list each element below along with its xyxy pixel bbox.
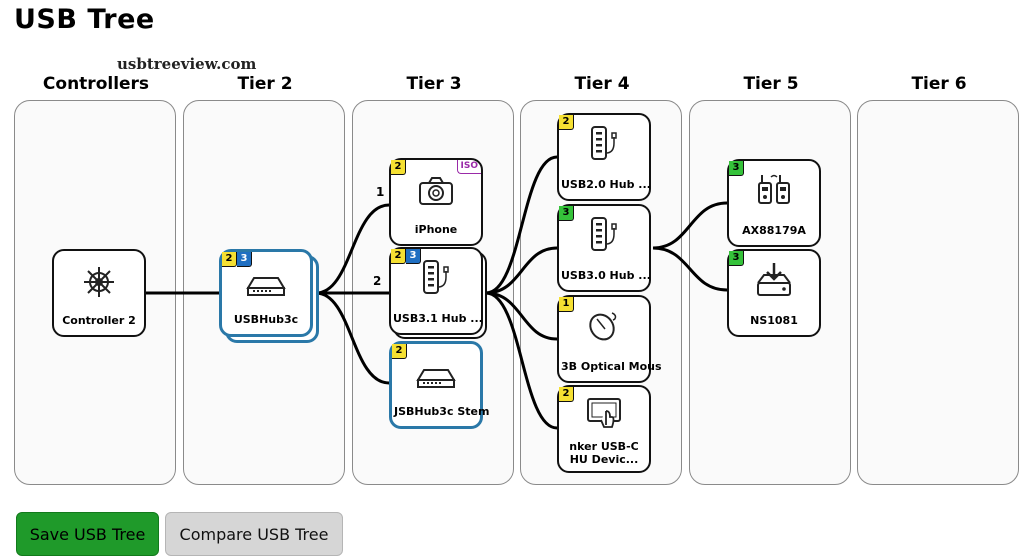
speed-badge: 1: [559, 297, 574, 312]
link-usb31-usb20: [485, 155, 558, 295]
walkie-talkie-icon: [729, 171, 819, 207]
node-optical-mouse[interactable]: 1 3B Optical Mous: [557, 295, 662, 383]
node-ns1081[interactable]: 3 NS1081: [727, 249, 821, 337]
mouse-icon: [559, 307, 649, 343]
camera-icon: [391, 176, 481, 206]
node-label: iPhone: [414, 223, 458, 236]
port-number-iphone: 1: [376, 185, 385, 199]
usb-hub-icon: [559, 216, 649, 252]
node-label: AX88179A: [742, 224, 806, 237]
column-header-controllers: Controllers: [42, 74, 150, 94]
node-usbhub3c[interactable]: 2 3 USBHub3c: [219, 249, 313, 337]
node-usb31-hub[interactable]: 2 3 USB3.1 Hub ...: [389, 247, 483, 335]
speed-badge: 2: [391, 160, 406, 175]
node-controller-2[interactable]: Controller 2: [52, 249, 146, 337]
node-label: USB3.0 Hub ...: [561, 269, 651, 282]
speed-badge: 2: [392, 344, 407, 359]
link-hub-stem: [315, 291, 390, 385]
hub-device-icon: [222, 274, 310, 298]
speed-badge: 2: [222, 252, 237, 267]
drive-download-icon: [729, 261, 819, 299]
column-header-tier4: Tier 4: [574, 74, 630, 94]
hub-device-icon: [392, 366, 480, 390]
node-label: 3B Optical Mous: [561, 360, 662, 373]
column-header-tier3: Tier 3: [406, 74, 462, 94]
speed-badge: 2: [391, 249, 406, 264]
speed-badge: 3: [237, 252, 252, 267]
node-ax88179a[interactable]: 3 AX88179A: [727, 159, 821, 247]
node-label: nker USB-C HU Devic...: [569, 440, 639, 466]
page-title: USB Tree: [14, 4, 155, 35]
column-header-tier5: Tier 5: [743, 74, 799, 94]
speed-badge: 2: [559, 387, 574, 402]
speed-badge: 3: [406, 249, 421, 264]
node-anker-hub-device[interactable]: 2 nker USB-C HU Devic...: [557, 385, 651, 473]
column-tier6: [857, 100, 1019, 485]
ship-wheel-icon: [54, 265, 144, 299]
link-hub-iphone: [315, 203, 390, 295]
node-usb30-hub[interactable]: 3 USB3.0 Hub ...: [557, 204, 651, 292]
node-label: NS1081: [750, 314, 798, 327]
node-label: USBHub3c: [233, 313, 299, 326]
speed-badge: 3: [729, 251, 744, 266]
link-usb31-usb30: [485, 246, 558, 295]
speed-badge: 3: [559, 206, 574, 221]
node-iphone[interactable]: 2 ISO iPhone: [389, 158, 483, 246]
node-label: JSBHub3c Stem: [394, 405, 490, 418]
speed-badge: 3: [729, 161, 744, 176]
link-usb31-anker: [485, 291, 558, 430]
node-label: Controller 2: [62, 314, 136, 327]
iso-tag: ISO: [456, 160, 481, 174]
link-usb30-ns1081: [652, 246, 728, 292]
save-usb-tree-button[interactable]: Save USB Tree: [16, 512, 159, 556]
compare-usb-tree-button[interactable]: Compare USB Tree: [165, 512, 343, 556]
column-header-tier2: Tier 2: [237, 74, 293, 94]
link-usb30-ax88179a: [652, 201, 728, 250]
column-header-tier6: Tier 6: [911, 74, 967, 94]
speed-badge: 2: [559, 115, 574, 130]
node-usb20-hub[interactable]: 2 USB2.0 Hub ...: [557, 113, 651, 201]
watermark: usbtreeview.com: [117, 55, 257, 73]
node-label: USB3.1 Hub ...: [393, 312, 483, 325]
node-label: USB2.0 Hub ...: [561, 178, 651, 191]
port-number-usb31: 2: [373, 274, 382, 288]
usb-hub-icon: [559, 125, 649, 161]
usb-hub-icon: [391, 259, 481, 295]
touchscreen-icon: [559, 395, 649, 429]
node-usbhub3c-stem[interactable]: 2 JSBHub3c Stem: [389, 341, 490, 429]
link-usb31-mouse: [485, 291, 558, 341]
